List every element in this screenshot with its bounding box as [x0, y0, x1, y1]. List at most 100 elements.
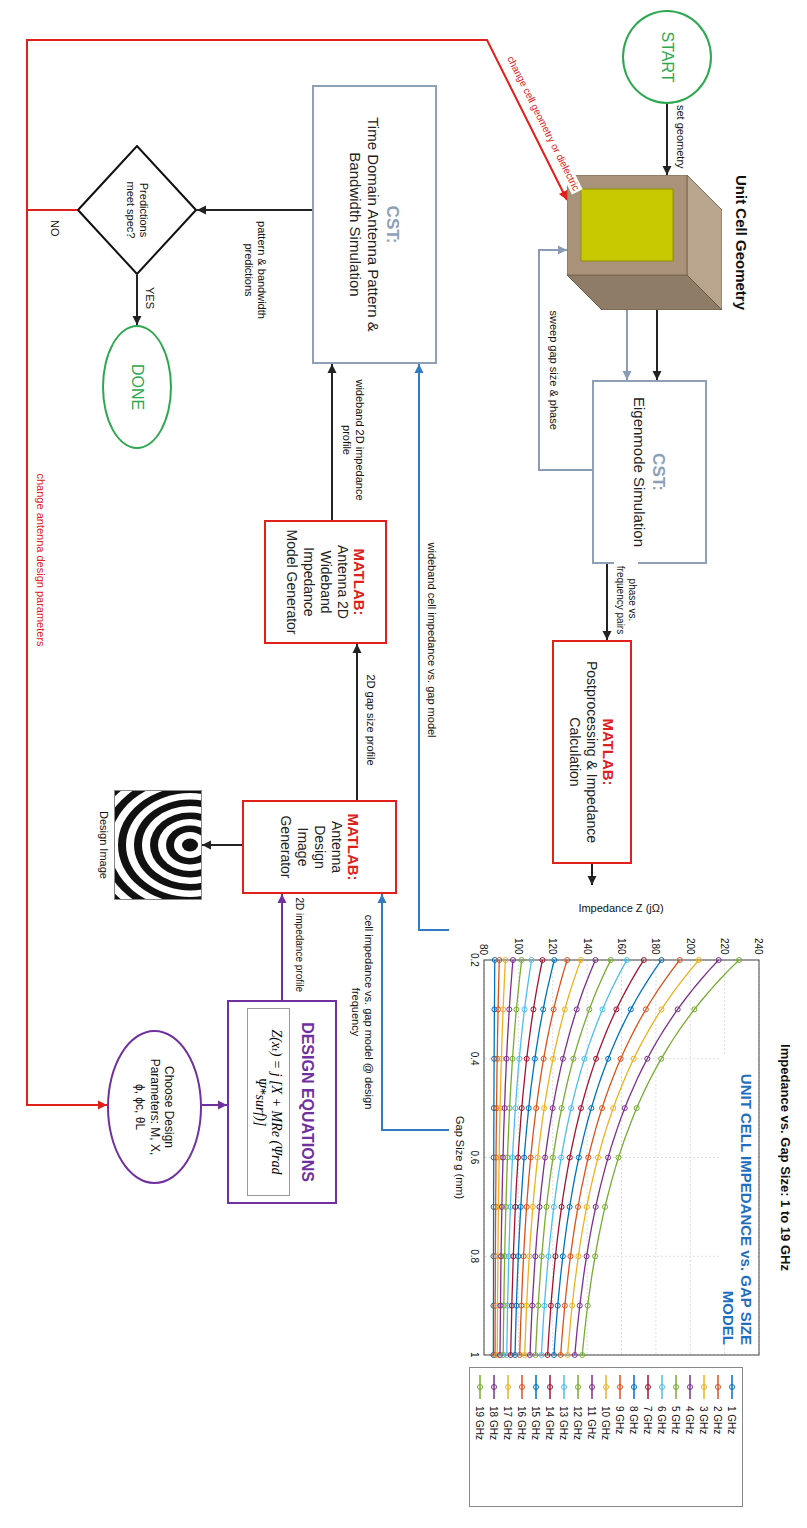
data-marker — [548, 1303, 553, 1308]
tick-label: 200 — [685, 938, 696, 955]
swatch-marker — [520, 1385, 525, 1390]
data-marker — [576, 1204, 581, 1209]
legend-label: 4 GHz — [685, 1406, 696, 1434]
legend-row: 1 GHz — [725, 1368, 739, 1506]
legend-label: 18 GHz — [489, 1406, 500, 1440]
connector-line — [27, 210, 107, 1105]
connector-line — [197, 209, 312, 211]
legend-swatch — [727, 1374, 737, 1400]
data-marker — [522, 1007, 527, 1012]
cube-drawing — [567, 175, 722, 310]
swatch-line — [675, 1375, 677, 1399]
axis-title: Impedance Z (jΩ) — [579, 901, 664, 913]
legend-row: 17 GHz — [501, 1368, 515, 1506]
process-label: Postprocessing & Impedance Calculation — [567, 648, 601, 856]
ring — [114, 790, 202, 900]
data-marker — [541, 1007, 546, 1012]
data-marker — [643, 1007, 648, 1012]
data-marker — [614, 1007, 619, 1012]
data-marker — [528, 1155, 533, 1160]
axis-title: Gap Size g (mm) — [454, 1116, 466, 1199]
ring — [114, 790, 202, 900]
flow-connector — [278, 894, 287, 1000]
edge-label: wideband 2D impedance profile — [340, 368, 366, 512]
data-marker — [522, 1155, 527, 1160]
node-text: START — [654, 12, 680, 102]
edge-label: change cell geometry or dielectric — [503, 52, 582, 194]
legend-row: 3 GHz — [697, 1368, 711, 1506]
data-marker — [659, 1056, 664, 1061]
data-marker — [550, 1106, 555, 1111]
legend-label: 12 GHz — [573, 1406, 584, 1440]
node-text: CST:Time Domain Antenna Pattern & Bandwi… — [343, 87, 407, 362]
data-marker — [532, 1056, 537, 1061]
data-marker — [521, 1254, 526, 1259]
data-marker — [539, 1254, 544, 1259]
data-marker — [631, 1056, 636, 1061]
swatch-marker — [506, 1385, 511, 1390]
flow-connector — [202, 841, 242, 850]
arrowhead — [218, 1101, 227, 1110]
data-marker — [504, 1056, 509, 1061]
cube-front — [567, 175, 687, 275]
rings — [114, 790, 202, 900]
ring — [114, 790, 202, 900]
legend-row: 9 GHz — [613, 1368, 627, 1506]
data-marker — [595, 1155, 600, 1160]
legend-swatch — [545, 1374, 555, 1400]
legend-label: 5 GHz — [671, 1406, 682, 1434]
decision-diamond: Predictions meet spec? — [77, 145, 197, 275]
data-marker — [518, 1204, 523, 1209]
data-marker — [585, 1303, 590, 1308]
legend-label: 15 GHz — [531, 1406, 542, 1440]
tick-label: 0.2 — [469, 953, 480, 967]
ring — [150, 813, 202, 878]
edge-label: sweep gap size & phase — [547, 309, 560, 432]
data-marker — [516, 1254, 521, 1259]
legend-swatch — [601, 1374, 611, 1400]
data-marker — [516, 1155, 521, 1160]
legend-swatch — [657, 1374, 667, 1400]
data-marker — [562, 1007, 567, 1012]
tick-label: 80 — [479, 944, 490, 955]
data-marker — [560, 1254, 565, 1259]
data-marker — [606, 1155, 611, 1160]
arrowhead — [588, 876, 597, 885]
data-marker — [536, 1303, 541, 1308]
arrowhead — [328, 364, 337, 373]
data-marker — [533, 1254, 538, 1259]
data-marker — [524, 1303, 529, 1308]
data-marker — [499, 1056, 504, 1061]
tool-name: CST: — [383, 93, 403, 356]
ring — [114, 790, 202, 900]
process-label: Antenna Design Image Generator — [277, 808, 344, 886]
process-box: CST:Time Domain Antenna Pattern & Bandwi… — [312, 85, 437, 364]
data-marker — [555, 1303, 560, 1308]
data-marker — [530, 1204, 535, 1209]
data-marker — [677, 958, 682, 963]
legend-row: 15 GHz — [529, 1368, 543, 1506]
data-marker — [737, 958, 742, 963]
legend-row: 14 GHz — [543, 1368, 557, 1506]
swatch-marker — [618, 1385, 623, 1390]
node-text: Choose Design Parameters: M, X, ϕ, ϕc, θ… — [129, 1032, 180, 1182]
impedance-curve — [500, 960, 513, 1355]
data-marker — [551, 1204, 556, 1209]
data-marker — [550, 1056, 555, 1061]
connector-line — [626, 310, 628, 380]
data-marker — [568, 1254, 573, 1259]
legend-label: 10 GHz — [601, 1406, 612, 1440]
node-text: DONE — [124, 327, 150, 447]
swatch-line — [605, 1375, 607, 1399]
ring — [114, 790, 202, 900]
process-box: MATLAB:Antenna 2D Wideband Impedance Mod… — [264, 520, 387, 644]
data-marker — [600, 1106, 605, 1111]
data-marker — [510, 1056, 515, 1061]
swatch-line — [703, 1375, 705, 1399]
flow-connector — [663, 104, 672, 175]
data-marker — [511, 1254, 516, 1259]
data-marker — [559, 1106, 564, 1111]
data-marker — [541, 1056, 546, 1061]
arrowhead — [202, 841, 211, 850]
